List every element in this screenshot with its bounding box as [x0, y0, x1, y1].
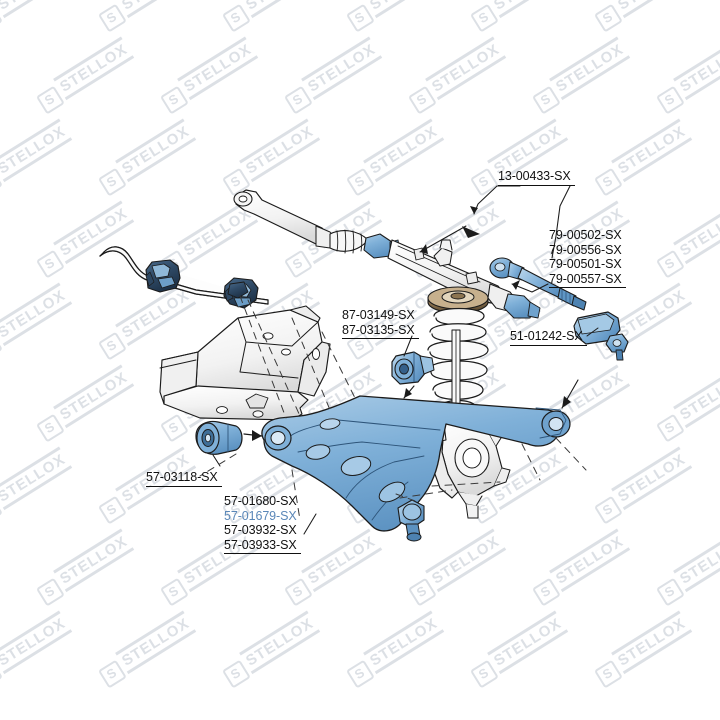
- control-arm-rear-bushing: [195, 420, 243, 455]
- bracket-bushing: [391, 351, 435, 385]
- callout-line: 57-03933-SX: [224, 537, 297, 552]
- callout-line: 57-01679-SX: [224, 508, 297, 523]
- callout-underline: [224, 553, 301, 554]
- callout-line: 13-00433-SX: [498, 169, 571, 183]
- callout-underline: [549, 287, 626, 288]
- callout-line: 57-03118-SX: [146, 470, 218, 484]
- callout-13-00433-SX: 13-00433-SX: [498, 169, 571, 184]
- subframe-crossmember: [159, 305, 331, 421]
- callout-line: 57-01680-SX: [224, 494, 297, 508]
- callout-underline: [146, 486, 222, 487]
- callout-line: 79-00502-SX: [549, 228, 622, 242]
- callout-line: 87-03135-SX: [342, 322, 415, 337]
- callout-line: 51-01242-SX: [510, 329, 583, 343]
- steering-rack-boot: [329, 229, 369, 254]
- callout-line: 79-00501-SX: [549, 257, 622, 272]
- callout-line: 79-00557-SX: [549, 271, 622, 286]
- callout-underline: [510, 345, 587, 346]
- callout-line: 87-03149-SX: [342, 308, 415, 322]
- callout-underline: [498, 185, 575, 186]
- lower-control-arm: [261, 395, 571, 542]
- callout-line: 57-03932-SX: [224, 523, 297, 538]
- callout-51-01242-SX: 51-01242-SX: [510, 329, 583, 344]
- leader-lines: [212, 185, 599, 535]
- subframe-mount-bushing: [227, 281, 249, 299]
- steering-rack-assembly: [233, 189, 541, 319]
- inner-tie-rod-right: [503, 293, 541, 319]
- callout-57-03118-SX: 57-03118-SX: [146, 470, 218, 485]
- strut-mount: [427, 286, 489, 314]
- callout-underline: [342, 338, 419, 339]
- outer-tie-rod-end: [573, 311, 629, 361]
- inner-tie-rod-detached: [489, 257, 587, 311]
- callout-line: 79-00556-SX: [549, 242, 622, 257]
- ball-joint: [397, 499, 425, 542]
- assembly-axis-lines: [199, 295, 587, 521]
- stabilizer-bushing-clamp-left: [145, 259, 181, 293]
